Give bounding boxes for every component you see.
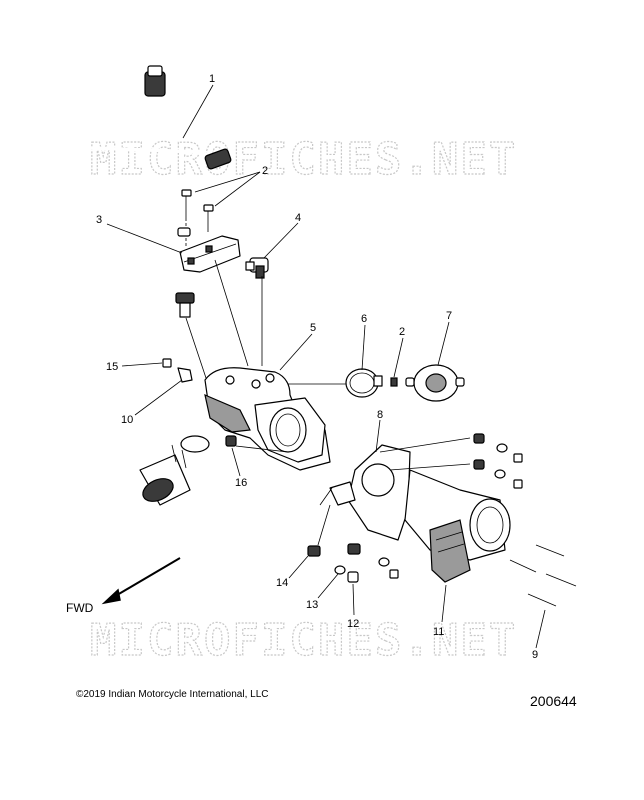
bolt-9c <box>545 573 577 587</box>
callout-13: 13 <box>306 573 339 611</box>
nut-mid-2 <box>513 479 523 489</box>
nut-upper-2 <box>513 453 523 463</box>
fwd-arrow: FWD <box>66 557 181 615</box>
svg-text:13: 13 <box>306 599 318 611</box>
leader-nut-bracket <box>317 504 331 546</box>
fuel-hose <box>72 65 232 170</box>
intake-boot <box>139 444 191 506</box>
svg-text:15: 15 <box>106 361 118 373</box>
svg-text:12: 12 <box>347 618 359 630</box>
svg-text:8: 8 <box>377 409 383 421</box>
throttle-body-11 <box>404 469 511 583</box>
fitting-16 <box>225 435 237 447</box>
svg-text:3: 3 <box>96 214 102 226</box>
bolt-2a <box>181 189 192 218</box>
clamp-band-6 <box>345 368 383 398</box>
bracket-10 <box>177 367 193 383</box>
leader-bracket-small <box>319 487 333 506</box>
callout-12: 12 <box>347 583 359 630</box>
washer-13 <box>334 565 346 575</box>
callout-10: 10 <box>121 379 183 426</box>
leader-injector-left <box>185 317 207 379</box>
nut-14 <box>307 545 321 557</box>
clip-15 <box>162 358 172 368</box>
nut-mid-1 <box>473 459 485 470</box>
cover-7 <box>405 364 465 402</box>
svg-text:2: 2 <box>399 326 405 338</box>
nut-right <box>389 569 399 579</box>
callout-2-top: 2 <box>194 165 268 207</box>
injector-4 <box>245 257 269 279</box>
intake-manifold <box>204 367 331 471</box>
bolt-9d <box>527 593 557 607</box>
callout-11: 11 <box>433 584 447 638</box>
watermark-top: MICROFICHES.NET <box>90 134 517 185</box>
svg-text:16: 16 <box>235 477 247 489</box>
washer-upper-1 <box>496 443 508 453</box>
fwd-label: FWD <box>66 601 94 615</box>
bolt-2b <box>203 204 214 232</box>
svg-text:2: 2 <box>262 165 268 177</box>
callout-2-right: 2 <box>393 326 405 378</box>
screw-2-right <box>390 377 398 387</box>
watermark-bottom: MICROFICHES.NET <box>90 615 517 666</box>
leader-manifold-lower <box>235 445 289 453</box>
callout-1: 1 <box>182 73 215 139</box>
svg-text:4: 4 <box>295 212 301 224</box>
svg-text:7: 7 <box>446 310 452 322</box>
callout-3: 3 <box>96 214 183 254</box>
svg-text:9: 9 <box>532 649 538 661</box>
fuel-rail <box>177 218 241 273</box>
callout-4: 4 <box>263 212 301 259</box>
washer-mid-1 <box>494 469 506 479</box>
callout-16: 16 <box>231 447 247 489</box>
callout-14: 14 <box>276 555 309 589</box>
svg-text:14: 14 <box>276 577 288 589</box>
copyright-text: ©2019 Indian Motorcycle International, L… <box>76 689 268 700</box>
callout-6: 6 <box>288 313 367 385</box>
nut-center <box>347 543 361 555</box>
washer-mid <box>378 557 390 567</box>
callout-8: 8 <box>375 409 471 471</box>
svg-text:11: 11 <box>433 626 444 638</box>
nut-upper-1 <box>473 433 485 444</box>
leader-rail-to-manifold <box>214 259 249 367</box>
callout-9: 9 <box>532 609 546 661</box>
svg-text:6: 6 <box>361 313 367 325</box>
nut-12 <box>347 571 359 583</box>
callout-5: 5 <box>279 322 316 371</box>
bolt-9a <box>535 544 565 557</box>
svg-text:10: 10 <box>121 414 133 426</box>
bracket-plate-8 <box>329 444 411 541</box>
bolt-9b <box>509 559 537 573</box>
diagram-number: 200644 <box>530 693 577 709</box>
svg-text:1: 1 <box>209 73 215 85</box>
svg-text:5: 5 <box>310 322 316 334</box>
injector-left <box>175 292 195 318</box>
callout-7: 7 <box>437 310 452 366</box>
gasket-ring <box>180 435 210 453</box>
callout-15: 15 <box>106 361 163 373</box>
